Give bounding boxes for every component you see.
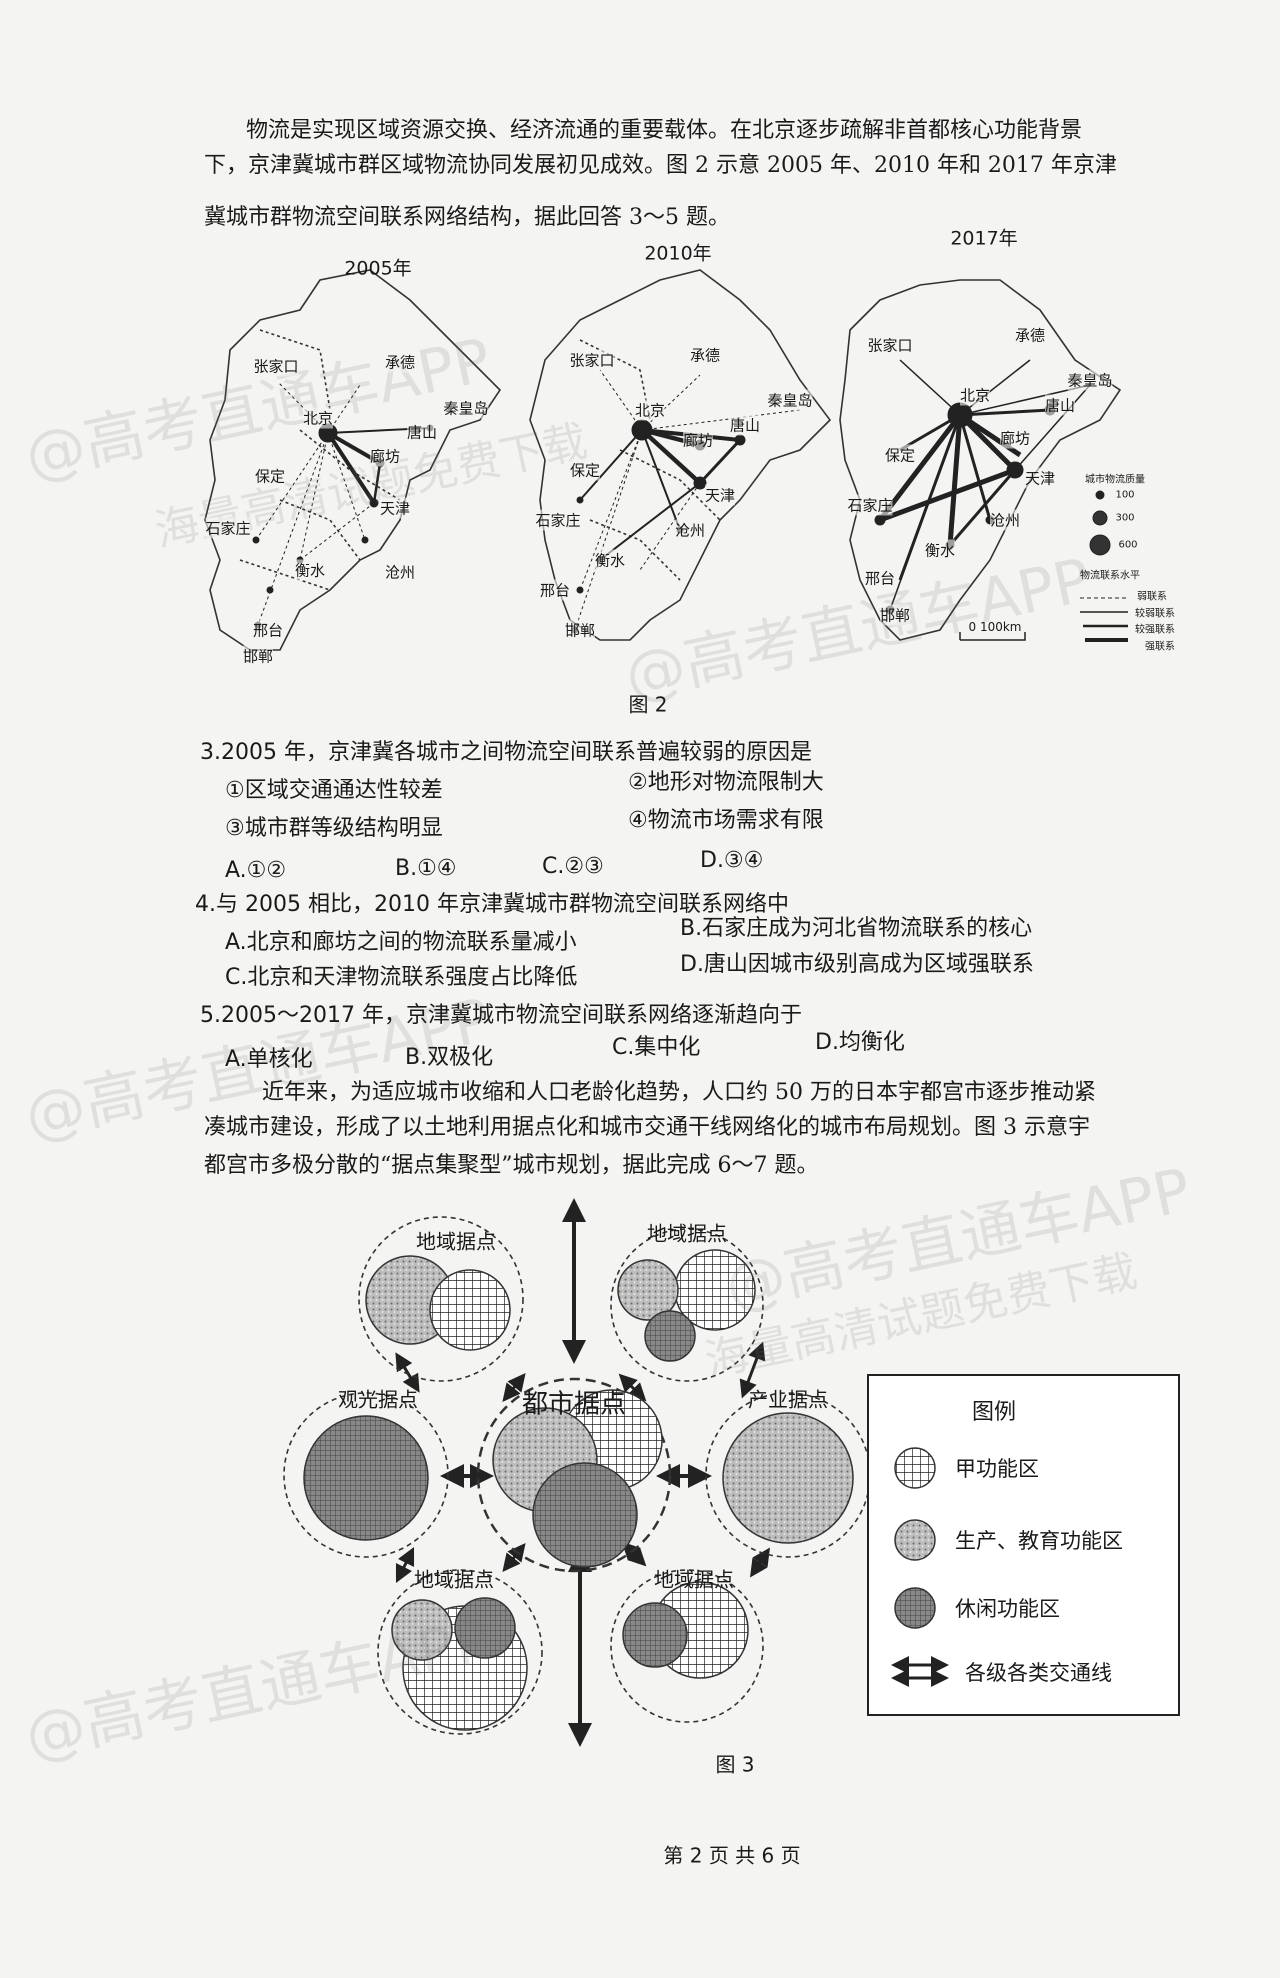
- q3-stem: 3.2005 年，京津冀各城市之间物流空间联系普遍较弱的原因是: [200, 740, 812, 765]
- figure3-caption: 图 3: [715, 1752, 755, 1777]
- map-city-label: 邢台: [864, 567, 896, 589]
- map-city-label: 北京: [959, 384, 991, 406]
- legend-item: 休闲功能区: [955, 1597, 1060, 1621]
- map-city-label: 石家庄: [847, 494, 893, 516]
- figure3-legend-title: 图例: [971, 1400, 1017, 1425]
- map-city-label: 张家口: [253, 355, 299, 377]
- map-city-label: 沧州: [384, 561, 416, 583]
- node-sightseeing: 观光据点: [338, 1387, 418, 1412]
- q3-option-c[interactable]: C.②③: [542, 854, 604, 879]
- q3-item: ②地形对物流限制大: [628, 770, 824, 795]
- node-regional-bottom-left: 地域据点: [414, 1567, 494, 1592]
- map-title-2005: 2005年: [344, 257, 412, 280]
- map-city-label: 石家庄: [205, 517, 251, 539]
- map-city-label: 张家口: [569, 349, 615, 371]
- intro2-line: 近年来，为适应城市收缩和人口老龄化趋势，人口约 50 万的日本宇都宫市逐步推动紧: [262, 1080, 1096, 1105]
- legend-size-title: 城市物流质量: [1085, 474, 1145, 486]
- intro1-line: 下，京津冀城市群区域物流协同发展初见成效。图 2 示意 2005 年、2010 …: [204, 153, 1117, 178]
- intro1-line: 冀城市群物流空间联系网络结构，据此回答 3～5 题。: [204, 205, 730, 230]
- map-legend-symbols: [959, 490, 1128, 642]
- q4-stem: 4.与 2005 相比，2010 年京津冀城市群物流空间联系网络中: [195, 892, 789, 917]
- map-city-label: 承德: [1014, 324, 1046, 346]
- map-city-label: 沧州: [989, 509, 1021, 531]
- map-city-label: 邯郸: [242, 645, 274, 667]
- map-city-label: 保定: [569, 459, 601, 481]
- q5-option-d[interactable]: D.均衡化: [815, 1030, 905, 1055]
- legend-size: 300: [1115, 512, 1135, 524]
- intro1-line: 物流是实现区域资源交换、经济流通的重要载体。在北京逐步疏解非首都核心功能背景: [246, 118, 1083, 143]
- map-city-label: 张家口: [867, 334, 913, 356]
- map-city-label: 唐山: [406, 421, 438, 443]
- map-2017: [839, 279, 1122, 641]
- legend-link: 强联系: [1145, 641, 1175, 653]
- legend-item: 甲功能区: [955, 1457, 1039, 1481]
- legend-link: 较弱联系: [1135, 608, 1175, 620]
- map-city-label: 天津: [704, 484, 736, 506]
- q3-option-b[interactable]: B.①④: [395, 856, 457, 881]
- node-regional-top-right: 地域据点: [647, 1221, 727, 1246]
- map-city-label: 秦皇岛: [443, 397, 489, 419]
- q3-option-d[interactable]: D.③④: [700, 848, 764, 873]
- map-city-label: 承德: [384, 351, 416, 373]
- legend-link: 弱联系: [1137, 591, 1167, 603]
- map-city-label: 秦皇岛: [767, 389, 813, 411]
- map-city-label: 廊坊: [369, 445, 401, 467]
- q3-item: ③城市群等级结构明显: [225, 816, 443, 841]
- q4-option-b[interactable]: B.石家庄成为河北省物流联系的核心: [680, 916, 1033, 941]
- map-city-label: 北京: [634, 399, 666, 421]
- node-regional-top-left: 地域据点: [416, 1229, 496, 1254]
- legend-link-title: 物流联系水平: [1080, 570, 1140, 582]
- legend-link: 较强联系: [1135, 624, 1175, 636]
- map-city-label: 邯郸: [879, 604, 911, 626]
- map-2010-links: [571, 369, 801, 634]
- map-2005: [204, 269, 502, 651]
- map-2017-links: [874, 359, 1128, 642]
- q4-option-c[interactable]: C.北京和天津物流联系强度占比降低: [225, 965, 578, 990]
- map-city-label: 廊坊: [682, 429, 714, 451]
- map-city-label: 天津: [1024, 467, 1056, 489]
- figure2-caption: 图 2: [628, 692, 668, 717]
- page-footer: 第 2 页 共 6 页: [663, 1843, 801, 1868]
- map-city-label: 石家庄: [535, 509, 581, 531]
- map-city-label: 北京: [302, 407, 334, 429]
- legend-item: 各级各类交通线: [965, 1661, 1112, 1685]
- map-city-label: 衡水: [594, 549, 626, 571]
- map-city-label: 承德: [689, 344, 721, 366]
- map-scale: 0 100km: [968, 620, 1022, 634]
- legend-size: 100: [1115, 489, 1135, 501]
- map-title-2010: 2010年: [644, 242, 712, 265]
- q3-item: ①区域交通通达性较差: [225, 778, 443, 803]
- map-city-label: 唐山: [1044, 394, 1076, 416]
- map-city-label: 秦皇岛: [1067, 369, 1113, 391]
- intro2-line: 都宫市多极分散的“据点集聚型”城市规划，据此完成 6～7 题。: [204, 1153, 819, 1178]
- map-city-label: 天津: [379, 497, 411, 519]
- q4-option-a[interactable]: A.北京和廊坊之间的物流联系量减小: [225, 930, 577, 955]
- q5-option-c[interactable]: C.集中化: [612, 1035, 701, 1060]
- q5-option-b[interactable]: B.双极化: [405, 1045, 494, 1070]
- map-city-label: 保定: [884, 444, 916, 466]
- q4-option-d[interactable]: D.唐山因城市级别高成为区域强联系: [680, 952, 1034, 977]
- map-city-label: 沧州: [674, 519, 706, 541]
- map-2010: [529, 269, 832, 641]
- legend-item: 生产、教育功能区: [955, 1529, 1123, 1553]
- q5-stem: 5.2005～2017 年，京津冀城市物流空间联系网络逐渐趋向于: [200, 1003, 802, 1028]
- node-regional-bottom-right: 地域据点: [654, 1567, 734, 1592]
- map-city-label: 衡水: [924, 539, 956, 561]
- map-city-label: 邯郸: [564, 619, 596, 641]
- map-city-label: 邢台: [539, 579, 571, 601]
- map-city-label: 邢台: [252, 619, 284, 641]
- node-industry: 产业据点: [748, 1387, 828, 1412]
- intro2-line: 凑城市建设，形成了以土地利用据点化和城市交通干线网络化的城市布局规划。图 3 示…: [204, 1115, 1090, 1140]
- legend-size: 600: [1118, 539, 1138, 551]
- q3-option-a[interactable]: A.①②: [225, 858, 287, 883]
- figure-3-diagram: [283, 1198, 1180, 1747]
- map-city-label: 保定: [254, 465, 286, 487]
- map-city-label: 廊坊: [999, 427, 1031, 449]
- map-city-label: 唐山: [729, 414, 761, 436]
- node-urban: 都市据点: [521, 1389, 627, 1420]
- map-city-label: 衡水: [294, 559, 326, 581]
- map-title-2017: 2017年: [950, 227, 1018, 250]
- q3-item: ④物流市场需求有限: [628, 808, 824, 833]
- q5-option-a[interactable]: A.单核化: [225, 1047, 313, 1072]
